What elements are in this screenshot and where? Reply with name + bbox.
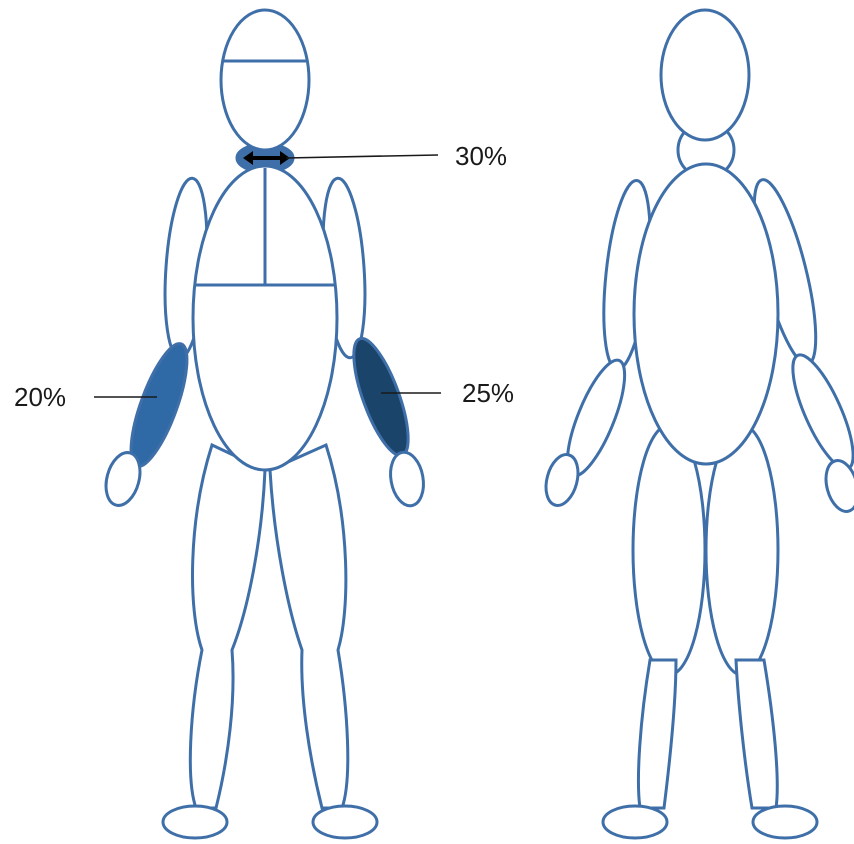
left-forearm-percent-label: 20% bbox=[14, 382, 66, 412]
front-right-leg bbox=[270, 445, 348, 808]
annotation-left-forearm: 20% bbox=[14, 382, 157, 412]
back-right-foot bbox=[753, 806, 817, 838]
front-right-foot bbox=[313, 806, 377, 838]
back-right-hand bbox=[821, 457, 854, 515]
back-left-foot bbox=[603, 806, 667, 838]
annotation-neck: 30% bbox=[286, 141, 507, 171]
front-right-hand bbox=[387, 450, 428, 509]
front-right-forearm bbox=[343, 333, 419, 462]
right-forearm-percent-label: 25% bbox=[462, 378, 514, 408]
front-left-leg bbox=[190, 445, 265, 808]
back-right-lower-leg bbox=[736, 660, 777, 808]
back-figure bbox=[541, 10, 854, 838]
front-figure bbox=[101, 10, 428, 838]
back-torso bbox=[634, 164, 778, 464]
front-head bbox=[221, 10, 309, 150]
back-left-lower-leg bbox=[638, 660, 676, 808]
front-left-foot bbox=[163, 806, 227, 838]
neck-leader-line bbox=[286, 155, 438, 158]
back-head bbox=[661, 10, 749, 140]
neck-percent-label: 30% bbox=[455, 141, 507, 171]
back-right-forearm bbox=[781, 348, 854, 476]
